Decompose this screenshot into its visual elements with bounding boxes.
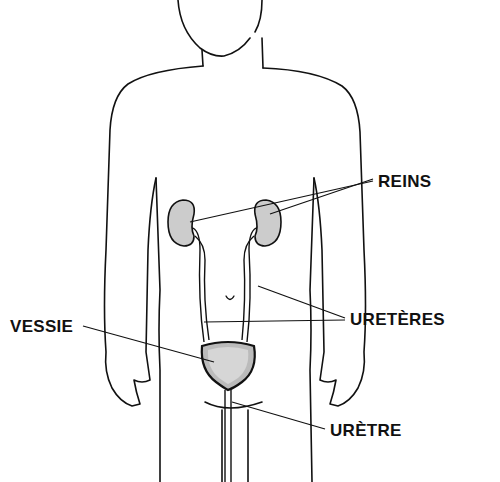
part-label: URETÈRES — [350, 311, 445, 328]
urethra — [230, 390, 231, 482]
head-outline — [178, 0, 250, 56]
part-label: REINS — [378, 173, 431, 190]
leader-line — [204, 320, 345, 322]
bladder — [202, 342, 255, 390]
right-ureter — [242, 236, 254, 340]
bladder-inner — [208, 347, 248, 384]
leader-line — [232, 402, 325, 429]
head-outline — [255, 0, 262, 32]
urethra — [224, 390, 225, 482]
neck-line — [202, 50, 203, 66]
leader-line — [190, 181, 373, 222]
leader-line — [270, 179, 373, 214]
right-ureter — [247, 228, 256, 342]
torso-outline — [310, 178, 314, 482]
neck-line — [262, 38, 263, 68]
leg-outline — [221, 410, 223, 482]
part-label: VESSIE — [10, 318, 73, 335]
left-ureter — [195, 236, 209, 340]
torso-outline — [156, 178, 160, 482]
leader-line — [83, 326, 214, 362]
part-label: URÈTRE — [330, 422, 402, 439]
leader-line — [258, 286, 345, 318]
navel — [226, 296, 234, 300]
left-kidney — [168, 200, 194, 246]
leg-outline — [247, 410, 249, 482]
